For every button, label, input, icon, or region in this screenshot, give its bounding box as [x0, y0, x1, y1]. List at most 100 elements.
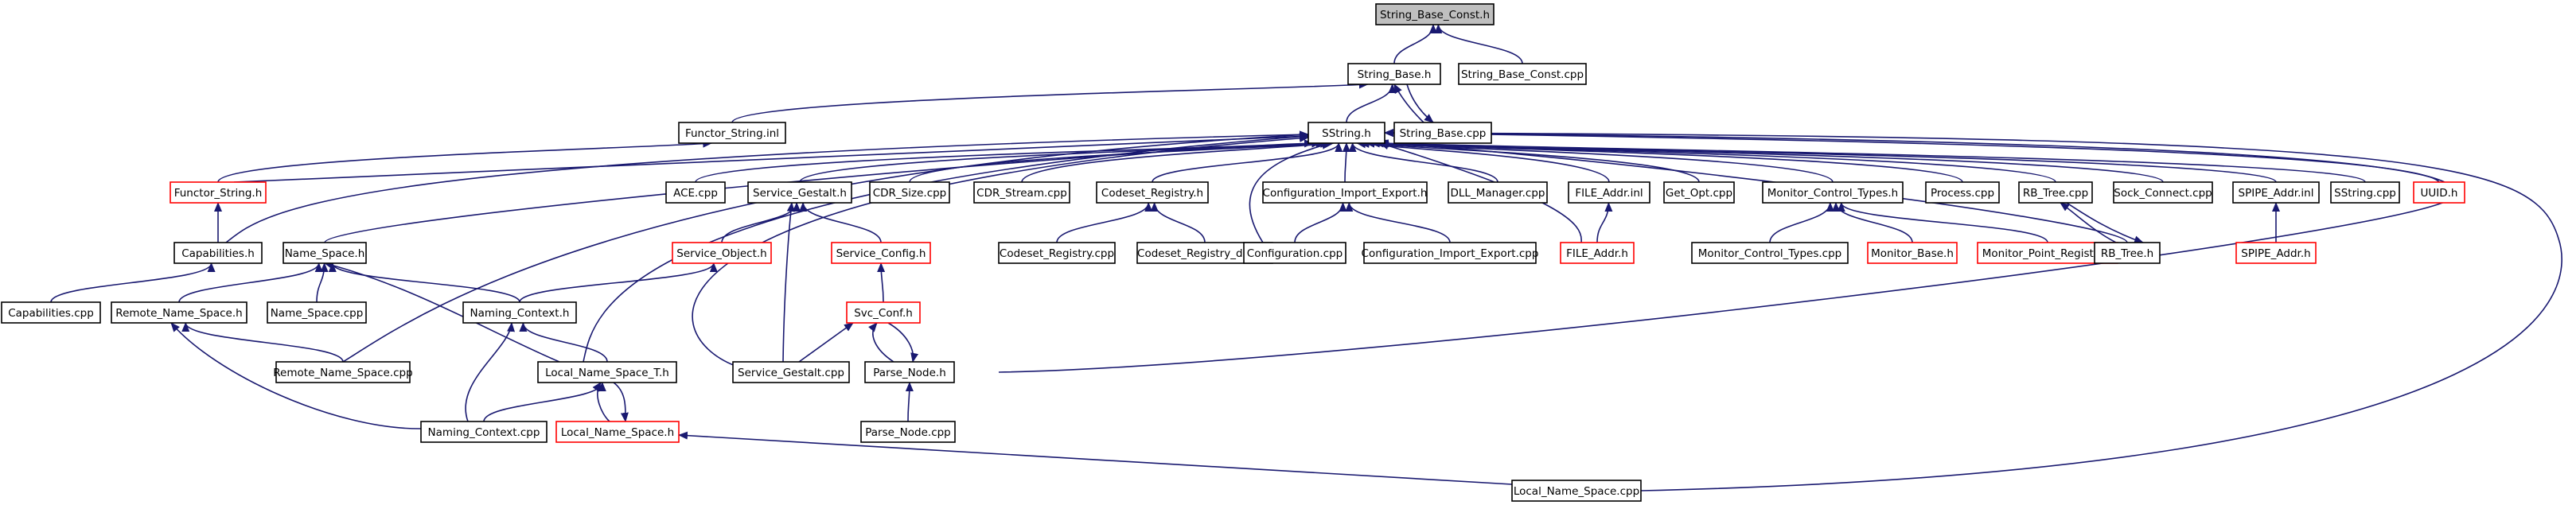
node-box[interactable] — [555, 421, 680, 443]
node-box[interactable] — [860, 421, 956, 443]
node-fa-h[interactable]: FILE_Addr.h — [1560, 242, 1635, 264]
node-rns-cpp[interactable]: Remote_Name_Space.cpp — [273, 361, 413, 383]
node-lns-cpp[interactable]: Local_Name_Space.cpp — [1511, 480, 1642, 502]
edge-path — [233, 132, 1309, 183]
edge-fa_h-to-fa_inl — [1596, 202, 1613, 243]
node-box[interactable] — [1243, 242, 1346, 264]
node-box[interactable] — [170, 181, 267, 204]
node-box[interactable] — [2232, 181, 2320, 204]
node-box[interactable] — [1096, 181, 1209, 204]
node-box[interactable] — [831, 242, 931, 264]
node-sbc-cpp[interactable]: String_Base_Const.cpp — [1458, 63, 1587, 85]
node-ace-cpp[interactable]: ACE.cpp — [665, 181, 726, 204]
node-box[interactable] — [973, 181, 1070, 204]
node-box[interactable] — [1307, 122, 1385, 144]
node-uuid-h[interactable]: UUID.h — [2413, 181, 2465, 204]
node-box[interactable] — [665, 181, 726, 204]
node-spipe-h[interactable]: SPIPE_Addr.h — [2235, 242, 2317, 264]
node-box[interactable] — [1663, 181, 1735, 204]
node-box[interactable] — [420, 421, 548, 443]
node-box[interactable] — [747, 181, 852, 204]
node-sc-h[interactable]: Service_Config.h — [831, 242, 931, 264]
node-box[interactable] — [864, 361, 955, 383]
node-fs-inl[interactable]: Functor_String.inl — [678, 122, 786, 144]
node-codreg-h[interactable]: Codeset_Registry.h — [1096, 181, 1209, 204]
node-box[interactable] — [672, 242, 772, 264]
edge-fa_h-to-sstring_h — [1379, 142, 1582, 243]
node-box[interactable] — [537, 361, 677, 383]
node-box[interactable] — [2235, 242, 2317, 264]
node-so-h[interactable]: Service_Object.h — [672, 242, 772, 264]
node-sb-h[interactable]: String_Base.h — [1347, 63, 1441, 85]
node-box[interactable] — [173, 242, 263, 264]
node-pn-cpp[interactable]: Parse_Node.cpp — [860, 421, 956, 443]
node-codreg-cpp[interactable]: Codeset_Registry.cpp — [998, 242, 1116, 264]
node-sg-h[interactable]: Service_Gestalt.h — [747, 181, 852, 204]
node-rns-h[interactable]: Remote_Name_Space.h — [111, 301, 247, 324]
node-cie-h[interactable]: Configuration_Import_Export.h — [1262, 181, 1428, 204]
node-box[interactable] — [678, 122, 786, 144]
node-box[interactable] — [1568, 181, 1650, 204]
node-box[interactable] — [1, 301, 101, 324]
node-getopt[interactable]: Get_Opt.cpp — [1663, 181, 1735, 204]
node-ns-h[interactable]: Name_Space.h — [283, 242, 367, 264]
node-sg-cpp[interactable]: Service_Gestalt.cpp — [732, 361, 850, 383]
node-box[interactable] — [267, 301, 367, 324]
node-nc-h[interactable]: Naming_Context.h — [462, 301, 577, 324]
node-box[interactable] — [462, 301, 577, 324]
node-box[interactable] — [111, 301, 247, 324]
node-box[interactable] — [1363, 242, 1537, 264]
node-mct-cpp[interactable]: Monitor_Control_Types.cpp — [1691, 242, 1849, 264]
node-spipe-inl[interactable]: SPIPE_Addr.inl — [2232, 181, 2320, 204]
node-box[interactable] — [1347, 63, 1441, 85]
node-box[interactable] — [1262, 181, 1428, 204]
node-box[interactable] — [1560, 242, 1635, 264]
node-pn-h[interactable]: Parse_Node.h — [864, 361, 955, 383]
node-sb-cpp[interactable]: String_Base.cpp — [1393, 122, 1492, 144]
node-box[interactable] — [1691, 242, 1849, 264]
node-box[interactable] — [1458, 63, 1587, 85]
node-process[interactable]: Process.cpp — [1925, 181, 2000, 204]
node-cdrstream[interactable]: CDR_Stream.cpp — [973, 181, 1070, 204]
node-cie-cpp[interactable]: Configuration_Import_Export.cpp — [1362, 242, 1539, 264]
node-cap-cpp[interactable]: Capabilities.cpp — [1, 301, 101, 324]
node-box[interactable] — [1925, 181, 2000, 204]
node-box[interactable] — [2094, 242, 2161, 264]
node-box[interactable] — [2413, 181, 2465, 204]
node-conf-cpp[interactable]: Configuration.cpp — [1243, 242, 1346, 264]
node-fa-inl[interactable]: FILE_Addr.inl — [1568, 181, 1650, 204]
node-svcconf-h[interactable]: Svc_Conf.h — [846, 301, 921, 324]
node-sstring-cpp[interactable]: SString.cpp — [2330, 181, 2400, 204]
node-rbt-h[interactable]: RB_Tree.h — [2094, 242, 2161, 264]
node-box[interactable] — [1867, 242, 1958, 264]
node-box[interactable] — [275, 361, 411, 383]
node-lnst-h[interactable]: Local_Name_Space_T.h — [537, 361, 677, 383]
node-box[interactable] — [283, 242, 367, 264]
node-box[interactable] — [846, 301, 921, 324]
node-box[interactable] — [1762, 181, 1904, 204]
node-dll[interactable]: DLL_Manager.cpp — [1448, 181, 1548, 204]
node-cap-h[interactable]: Capabilities.h — [173, 242, 263, 264]
node-ns-cpp[interactable]: Name_Space.cpp — [267, 301, 367, 324]
node-box[interactable] — [869, 181, 950, 204]
node-sockconn[interactable]: Sock_Connect.cpp — [2113, 181, 2213, 204]
node-cdrsize[interactable]: CDR_Size.cpp — [869, 181, 950, 204]
node-sstring-h[interactable]: SString.h — [1307, 122, 1385, 144]
node-lns-h[interactable]: Local_Name_Space.h — [555, 421, 680, 443]
node-nc-cpp[interactable]: Naming_Context.cpp — [420, 421, 548, 443]
edge-path — [1384, 129, 2562, 491]
node-fs-h[interactable]: Functor_String.h — [170, 181, 267, 204]
node-box[interactable] — [998, 242, 1116, 264]
node-box[interactable] — [2113, 181, 2213, 204]
node-box[interactable] — [2330, 181, 2400, 204]
node-mb-h[interactable]: Monitor_Base.h — [1867, 242, 1958, 264]
node-sbc-h[interactable]: String_Base_Const.h — [1375, 3, 1495, 25]
node-box[interactable] — [2018, 181, 2093, 204]
node-box[interactable] — [1511, 480, 1642, 502]
node-box[interactable] — [1375, 3, 1495, 25]
node-box[interactable] — [1393, 122, 1492, 144]
node-mct-h[interactable]: Monitor_Control_Types.h — [1762, 181, 1904, 204]
node-rbt-cpp[interactable]: RB_Tree.cpp — [2018, 181, 2093, 204]
node-box[interactable] — [732, 361, 850, 383]
node-box[interactable] — [1448, 181, 1548, 204]
